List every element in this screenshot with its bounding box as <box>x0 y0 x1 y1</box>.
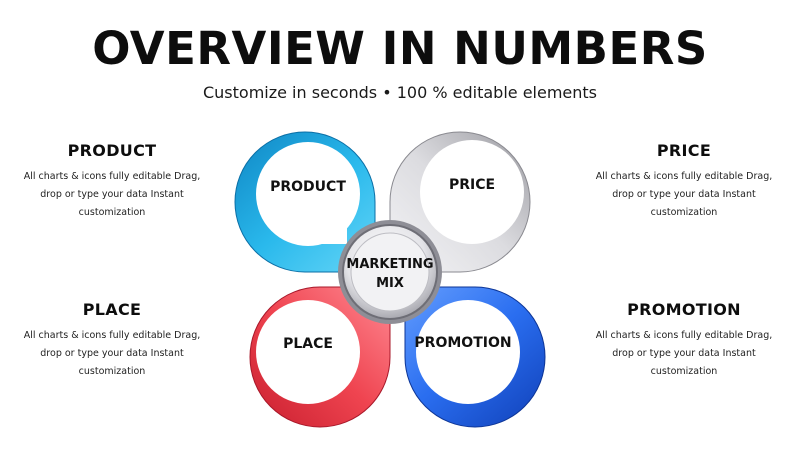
petal-place: PLACE <box>249 286 391 428</box>
petal-price-label: PRICE <box>449 177 495 193</box>
panel-promotion: PROMOTION All charts & icons fully edita… <box>584 299 784 381</box>
center-label-line1: MARKETING <box>346 257 433 272</box>
panel-price-heading: PRICE <box>656 141 712 160</box>
panel-place-heading: PLACE <box>82 300 142 319</box>
center-label-line2: MIX <box>376 276 404 291</box>
panel-promotion-body: All charts & icons fully editable Drag, … <box>595 330 773 377</box>
petal-promotion-label: PROMOTION <box>414 335 511 351</box>
panel-price-body: All charts & icons fully editable Drag, … <box>595 171 773 218</box>
marketing-mix-diagram: PRODUCT PRICE PLACE PROMOTION MARKETING … <box>234 131 546 428</box>
panel-product-heading: PRODUCT <box>67 141 157 160</box>
panel-place: PLACE All charts & icons fully editable … <box>12 299 212 381</box>
petal-place-label: PLACE <box>283 336 333 352</box>
center-hub: MARKETING MIX <box>338 220 442 324</box>
panel-price: PRICE All charts & icons fully editable … <box>584 140 784 222</box>
page-title: OVERVIEW IN NUMBERS <box>92 22 708 75</box>
panel-place-body: All charts & icons fully editable Drag, … <box>23 330 201 377</box>
panel-product: PRODUCT All charts & icons fully editabl… <box>12 140 212 222</box>
petal-product-label: PRODUCT <box>270 179 346 195</box>
panel-promotion-heading: PROMOTION <box>627 300 741 319</box>
petal-promotion: PROMOTION <box>390 286 546 428</box>
petal-product: PRODUCT <box>234 131 390 273</box>
page-subtitle: Customize in seconds • 100 % editable el… <box>202 83 598 102</box>
panel-product-body: All charts & icons fully editable Drag, … <box>23 171 201 218</box>
